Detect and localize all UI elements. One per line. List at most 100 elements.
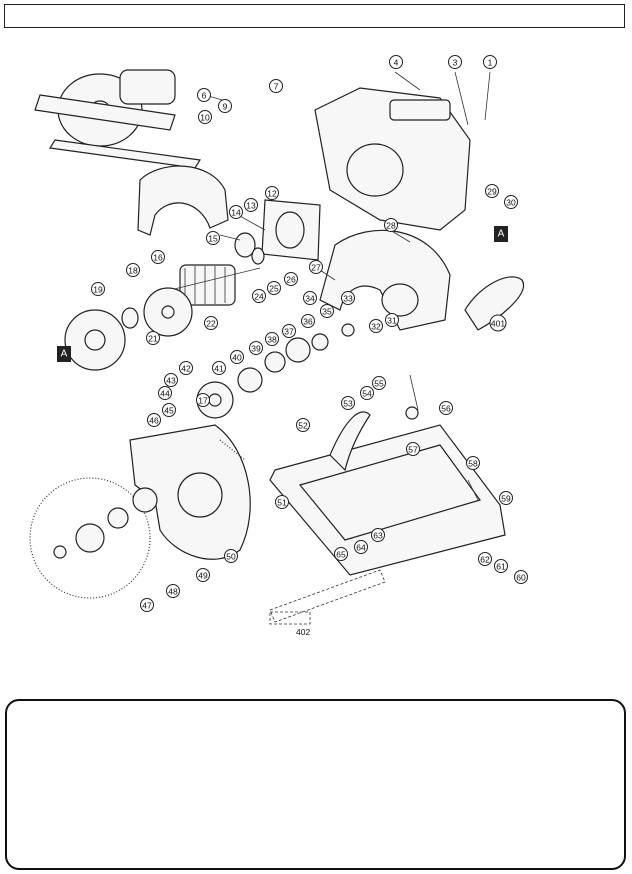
- callout-54: 54: [360, 386, 374, 400]
- callout-label: 59: [501, 494, 511, 504]
- callout-48: 48: [166, 584, 180, 598]
- callout-label: 32: [371, 322, 381, 332]
- callout-24: 24: [252, 289, 266, 303]
- callout-45: 45: [162, 403, 176, 417]
- callout-label: 3: [453, 58, 458, 68]
- callout-17: 17: [196, 393, 210, 407]
- label-402: 402: [296, 627, 310, 637]
- callout-label: 27: [311, 263, 321, 273]
- callout-label: 61: [496, 562, 506, 572]
- callout-label: 39: [251, 344, 261, 354]
- callout-label: 47: [142, 601, 152, 611]
- callout-label: 63: [373, 531, 383, 541]
- callout-label: 38: [267, 335, 277, 345]
- callout-19: 19: [91, 282, 105, 296]
- callout-25: 25: [267, 281, 281, 295]
- header-title-box: [4, 4, 625, 28]
- callout-43: 43: [164, 373, 178, 387]
- callout-36: 36: [301, 314, 315, 328]
- callout-33: 33: [341, 291, 355, 305]
- field-coil-part: [261, 199, 321, 261]
- callout-label: 62: [480, 555, 490, 565]
- callout-label: 13: [246, 201, 256, 211]
- callout-label: 46: [149, 416, 159, 426]
- callout-label: 25: [269, 284, 279, 294]
- callout-label: 6: [202, 91, 207, 101]
- callout-65: 65: [334, 547, 348, 561]
- callout-56: 56: [439, 401, 453, 415]
- callout-30: 30: [504, 195, 518, 209]
- callout-label: 4: [394, 58, 399, 68]
- marker-a-right: A: [494, 226, 508, 242]
- callout-label: 49: [198, 571, 208, 581]
- callout-label: 41: [214, 364, 224, 374]
- callout-16: 16: [151, 250, 165, 264]
- callout-57: 57: [406, 442, 420, 456]
- callout-label: 48: [168, 587, 178, 597]
- callout-6: 6: [197, 88, 211, 102]
- callout-label: 42: [181, 364, 191, 374]
- callout-label: 34: [305, 294, 315, 304]
- callout-55: 55: [372, 376, 386, 390]
- callout-40: 40: [230, 350, 244, 364]
- exploded-parts-diagram: A A 134679101213141516171819212224252627…: [29, 55, 528, 637]
- callout-35: 35: [320, 304, 334, 318]
- callout-62: 62: [478, 552, 492, 566]
- saw-overview-illustration: [34, 69, 201, 169]
- callout-58: 58: [466, 456, 480, 470]
- callout-42: 42: [179, 361, 193, 375]
- upper-blade-case-part: [319, 229, 451, 331]
- base-plate-part: [269, 411, 506, 576]
- callout-64: 64: [354, 540, 368, 554]
- callout-label: 43: [166, 376, 176, 386]
- callout-21: 21: [146, 331, 160, 345]
- callout-label: 19: [93, 285, 103, 295]
- callout-label: 28: [386, 221, 396, 231]
- blade-guard-part: [137, 165, 229, 236]
- callout-13: 13: [244, 198, 258, 212]
- callout-12: 12: [265, 186, 279, 200]
- callout-label: 14: [231, 208, 241, 218]
- callout-7: 7: [269, 79, 283, 93]
- callout-26: 26: [284, 272, 298, 286]
- callout-22: 22: [204, 316, 218, 330]
- callout-34: 34: [303, 291, 317, 305]
- callout-63: 63: [371, 528, 385, 542]
- callout-label: 40: [232, 353, 242, 363]
- callout-1: 1: [483, 55, 497, 69]
- callout-label: 10: [200, 113, 210, 123]
- callout-label: 9: [223, 102, 228, 112]
- saw-blade-part: [29, 477, 158, 599]
- callout-51: 51: [275, 495, 289, 509]
- callout-label: 1: [488, 58, 493, 68]
- callout-29: 29: [485, 184, 499, 198]
- callout-53: 53: [341, 396, 355, 410]
- callout-10: 10: [198, 110, 212, 124]
- callout-41: 41: [212, 361, 226, 375]
- callout-61: 61: [494, 559, 508, 573]
- callout-label: 21: [148, 334, 158, 344]
- motor-housing-part: [314, 87, 471, 231]
- svg-text:A: A: [498, 229, 505, 240]
- callout-label: 7: [274, 82, 279, 92]
- callout-39: 39: [249, 341, 263, 355]
- spindle-assembly-part: [121, 232, 355, 419]
- callout-4: 4: [389, 55, 403, 69]
- callout-label: 60: [516, 573, 526, 583]
- callout-47: 47: [140, 598, 154, 612]
- callout-label: 12: [267, 189, 277, 199]
- callout-label: 35: [322, 307, 332, 317]
- callout-label: 52: [298, 421, 308, 431]
- callout-32: 32: [369, 319, 383, 333]
- callout-49: 49: [196, 568, 210, 582]
- callout-15: 15: [206, 231, 220, 245]
- callout-label: 22: [206, 319, 216, 329]
- callout-59: 59: [499, 491, 513, 505]
- callout-37: 37: [282, 324, 296, 338]
- callout-label: 64: [356, 543, 366, 553]
- callout-label: 24: [254, 292, 264, 302]
- callout-label: 44: [160, 389, 170, 399]
- baffle-plate-part: [64, 309, 126, 371]
- callout-60: 60: [514, 570, 528, 584]
- fan-part: [143, 287, 193, 337]
